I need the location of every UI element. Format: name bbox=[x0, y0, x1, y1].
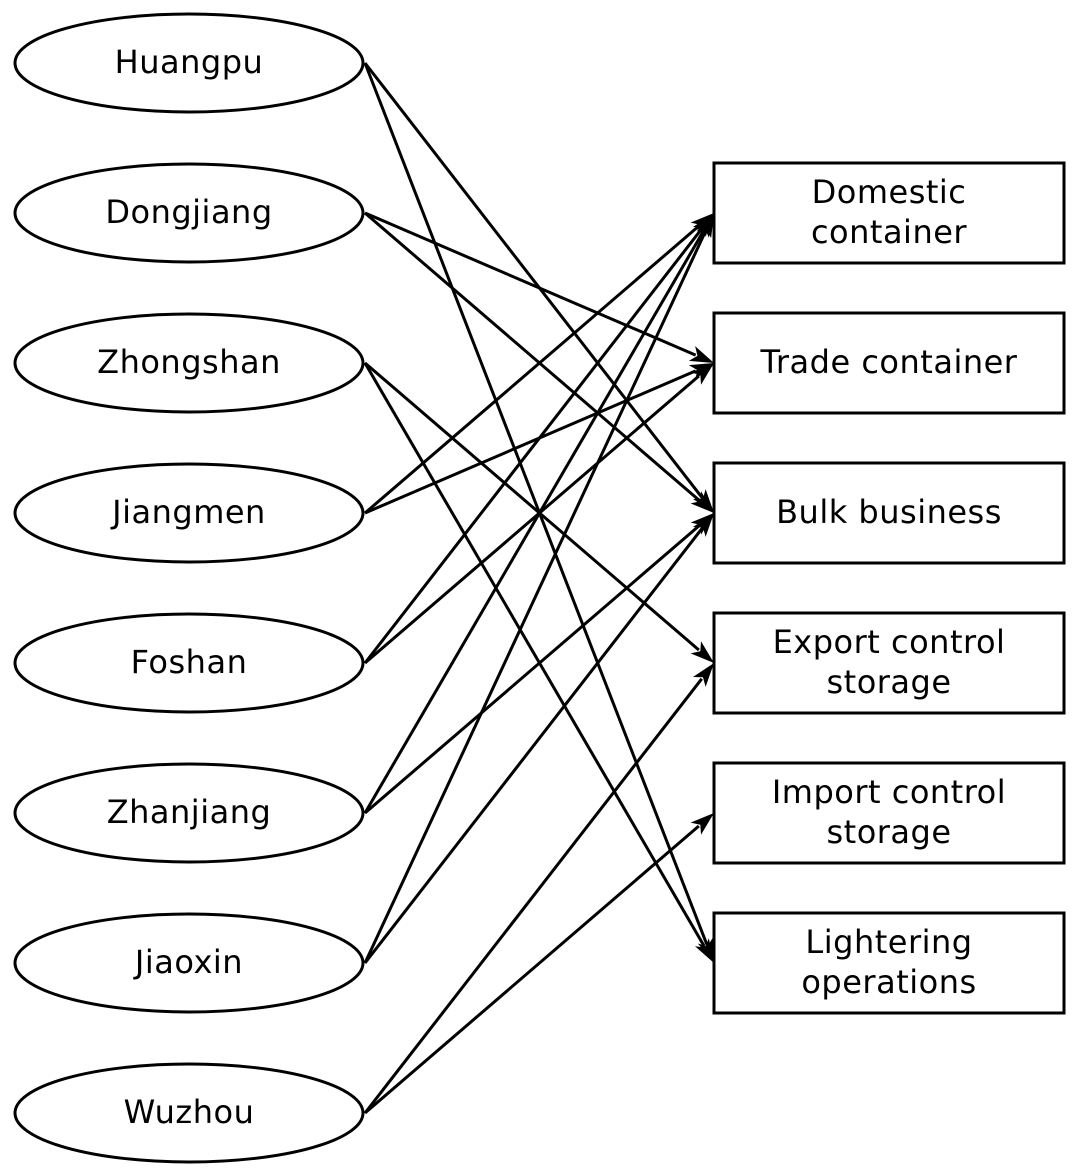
edge-line bbox=[364, 224, 700, 515]
source-ellipse bbox=[13, 762, 365, 864]
source-ellipse bbox=[13, 462, 365, 564]
target-label-line: Import control bbox=[772, 773, 1006, 811]
target-box bbox=[712, 611, 1066, 715]
source-label: Foshan bbox=[131, 643, 248, 681]
source-node-wuzhou: Wuzhou bbox=[13, 1062, 365, 1164]
edge-line bbox=[364, 369, 697, 515]
source-node-zhongshan: Zhongshan bbox=[13, 312, 365, 414]
target-box bbox=[712, 311, 1066, 415]
edge-dongjiang-to-trade-container bbox=[364, 211, 714, 363]
edge-line bbox=[363, 229, 706, 814]
edge-line bbox=[363, 230, 707, 964]
edge-zhanjiang-to-bulk-business bbox=[364, 513, 714, 815]
edge-line bbox=[364, 211, 697, 357]
edge-line bbox=[364, 524, 700, 815]
target-label-line: storage bbox=[826, 813, 951, 851]
source-label: Huangpu bbox=[115, 43, 264, 81]
edge-wuzhou-to-import-control-storage bbox=[364, 813, 714, 1115]
arrowhead-icon bbox=[690, 491, 714, 513]
arrowhead-icon bbox=[690, 813, 714, 835]
edge-wuzhou-to-export-control-storage bbox=[363, 663, 714, 1114]
arrowhead-icon bbox=[690, 641, 714, 663]
source-ellipse bbox=[13, 912, 365, 1014]
arrowhead-icon bbox=[692, 663, 714, 687]
source-node-foshan: Foshan bbox=[13, 612, 365, 714]
source-ellipse bbox=[13, 1062, 365, 1164]
target-label-line: container bbox=[811, 213, 967, 251]
target-label-line: Trade container bbox=[760, 343, 1018, 381]
source-node-jiaoxin: Jiaoxin bbox=[13, 912, 365, 1014]
source-label: Zhongshan bbox=[97, 343, 281, 381]
source-label: Jiaoxin bbox=[133, 943, 243, 981]
target-label-line: Lightering bbox=[805, 923, 972, 961]
edge-line bbox=[364, 211, 700, 502]
arrowhead-icon bbox=[696, 213, 714, 239]
source-node-huangpu: Huangpu bbox=[13, 12, 365, 114]
sources-layer: HuangpuDongjiangZhongshanJiangmenFoshanZ… bbox=[13, 12, 365, 1164]
edge-line bbox=[363, 677, 703, 1114]
edge-zhanjiang-to-domestic-container bbox=[363, 213, 714, 814]
target-box bbox=[712, 761, 1066, 865]
source-node-dongjiang: Dongjiang bbox=[13, 162, 365, 264]
target-label-line: Domestic bbox=[812, 173, 967, 211]
target-box bbox=[712, 911, 1066, 1015]
source-ellipse bbox=[13, 612, 365, 714]
source-label: Zhanjiang bbox=[107, 793, 272, 831]
target-label-line: Export control bbox=[773, 623, 1006, 661]
edge-line bbox=[363, 227, 703, 664]
edge-line bbox=[363, 527, 703, 964]
edge-dongjiang-to-bulk-business bbox=[364, 211, 714, 513]
arrowhead-icon bbox=[695, 938, 714, 963]
edge-line bbox=[364, 824, 700, 1115]
target-node-bulk-business: Bulk business bbox=[712, 461, 1066, 565]
edge-line bbox=[364, 374, 700, 665]
target-label-line: Bulk business bbox=[776, 493, 1002, 531]
edge-line bbox=[363, 62, 709, 945]
edge-jiaoxin-to-bulk-business bbox=[363, 513, 714, 964]
edge-line bbox=[363, 362, 706, 947]
source-node-zhanjiang: Zhanjiang bbox=[13, 762, 365, 864]
arrowhead-icon bbox=[692, 513, 714, 537]
source-label: Dongjiang bbox=[105, 193, 272, 231]
source-ellipse bbox=[13, 12, 365, 114]
target-box bbox=[712, 461, 1066, 565]
source-label: Wuzhou bbox=[124, 1093, 255, 1131]
edge-foshan-to-domestic-container bbox=[363, 213, 714, 664]
source-ellipse bbox=[13, 312, 365, 414]
arrowhead-icon bbox=[688, 346, 714, 363]
edge-zhongshan-to-lightering-operations bbox=[363, 362, 714, 963]
target-node-trade-container: Trade container bbox=[712, 311, 1066, 415]
source-node-jiangmen: Jiangmen bbox=[13, 462, 365, 564]
target-label-line: storage bbox=[826, 663, 951, 701]
edges-layer bbox=[363, 62, 714, 1115]
edge-foshan-to-trade-container bbox=[364, 363, 714, 665]
source-ellipse bbox=[13, 162, 365, 264]
arrowhead-icon bbox=[690, 363, 714, 385]
edge-line bbox=[363, 62, 703, 499]
edge-jiaoxin-to-domestic-container bbox=[363, 213, 714, 964]
source-label: Jiangmen bbox=[110, 493, 266, 531]
target-label-line: operations bbox=[801, 963, 976, 1001]
target-box bbox=[712, 161, 1066, 265]
